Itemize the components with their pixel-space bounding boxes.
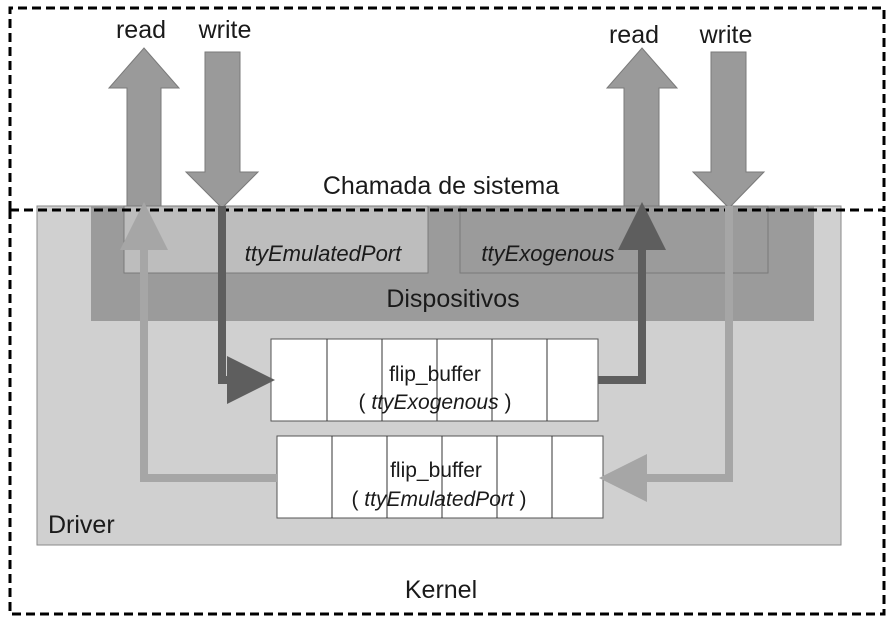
read-label-right: read xyxy=(609,21,659,49)
write-arrow-left xyxy=(184,51,260,209)
path-buffer-to-read-right xyxy=(598,202,666,384)
write-label-left: write xyxy=(198,16,252,44)
port-box-exogenous xyxy=(459,205,769,274)
port-label-exogenous: ttyExogenous xyxy=(481,241,614,266)
buffer-top-name: flip_buffer xyxy=(389,363,481,386)
kernel-label: Kernel xyxy=(405,576,477,604)
path-write-left-to-buffer xyxy=(218,206,275,404)
driver-label: Driver xyxy=(48,511,115,539)
buffer-top-port-line: ( ttyExogenous ) xyxy=(359,391,512,414)
port-label-emulated: ttyEmulatedPort xyxy=(245,241,402,266)
syscall-label: Chamada de sistema xyxy=(323,172,559,200)
syscall-frame xyxy=(8,6,886,210)
write-label-right: write xyxy=(699,21,753,49)
path-write-right-to-buffer xyxy=(599,206,733,502)
devices-title: Dispositivos xyxy=(386,285,519,313)
buffer-bottom-name: flip_buffer xyxy=(390,459,482,482)
kernel-frame xyxy=(8,210,886,616)
read-label-left: read xyxy=(116,16,166,44)
flip-buffer-emulated xyxy=(276,435,604,519)
read-arrow-left xyxy=(107,47,181,207)
port-box-emulated xyxy=(123,205,429,274)
path-buffer-to-read-left xyxy=(120,202,277,482)
buffer-bottom-port-line: ( ttyEmulatedPort ) xyxy=(351,488,526,511)
write-arrow-right xyxy=(691,51,766,209)
read-arrow-right xyxy=(605,47,679,207)
